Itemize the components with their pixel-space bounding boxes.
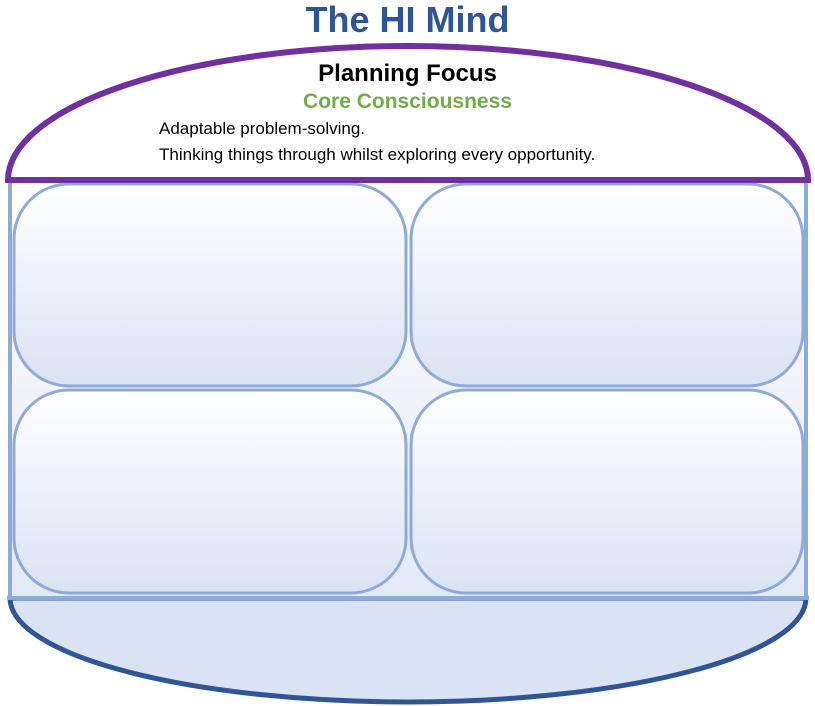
planning-focus-heading: Planning Focus: [318, 60, 497, 87]
description-line-1: Adaptable problem-solving.: [159, 119, 366, 138]
panel-bottom-right: [409, 388, 805, 595]
top-dome: [4, 43, 812, 183]
panel-top-left: [12, 182, 408, 388]
panel-bottom-left: [12, 388, 408, 595]
description-line-2: Thinking things through whilst exploring…: [159, 145, 596, 164]
diagram-title: The HI Mind: [305, 0, 510, 40]
core-consciousness-subheading: Core Consciousness: [303, 90, 512, 113]
panel-top-right: [409, 182, 805, 388]
base-bowl: [7, 595, 809, 705]
